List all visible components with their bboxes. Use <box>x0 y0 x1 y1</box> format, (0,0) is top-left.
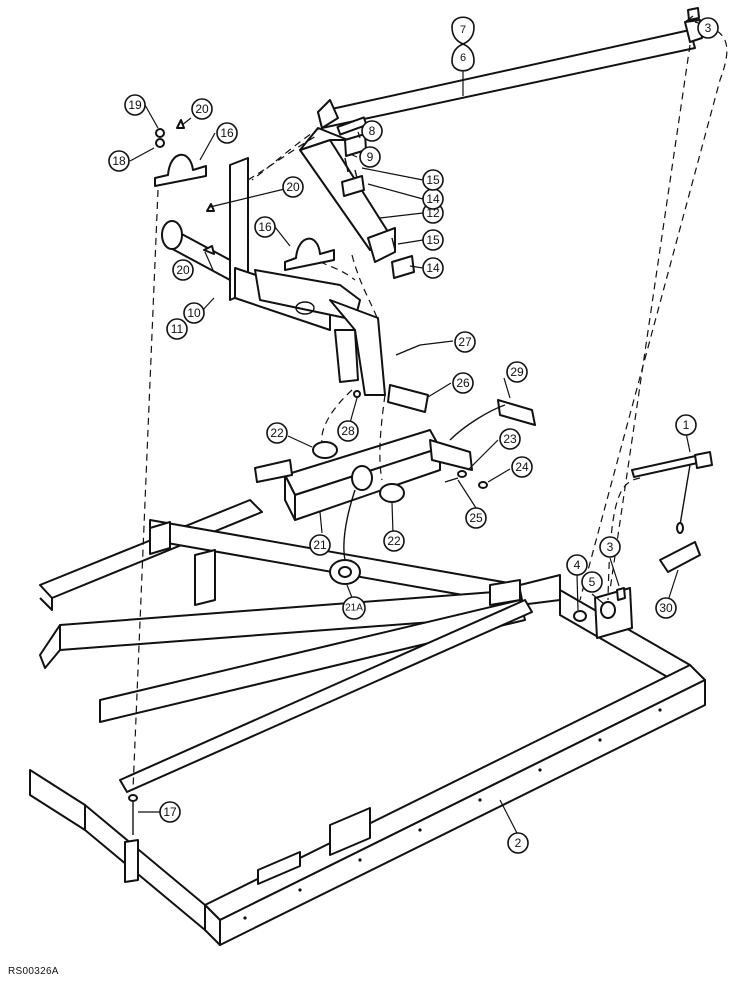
svg-text:20: 20 <box>176 263 190 277</box>
callout-30: 30 <box>655 597 677 619</box>
bushings <box>312 384 429 503</box>
callout-17: 17 <box>159 801 181 823</box>
main-frame <box>29 499 706 946</box>
svg-text:22: 22 <box>387 534 401 548</box>
callout-16-lower: 16 <box>254 216 276 238</box>
callout-26: 26 <box>452 372 474 394</box>
u-clamp-lower <box>284 237 335 271</box>
callout-16-upper: 16 <box>216 122 238 144</box>
svg-text:29: 29 <box>510 365 524 379</box>
callout-2: 2 <box>507 832 529 854</box>
callout-15-upper: 15 <box>422 169 444 191</box>
callout-10: 10 <box>183 302 205 324</box>
callout-15-lower: 15 <box>422 229 444 251</box>
svg-text:10: 10 <box>187 306 201 320</box>
callout-23: 23 <box>499 428 521 450</box>
callout-18: 18 <box>108 150 130 172</box>
svg-text:8: 8 <box>369 124 376 138</box>
svg-text:14: 14 <box>426 261 440 275</box>
svg-text:19: 19 <box>128 98 142 112</box>
svg-text:14: 14 <box>426 192 440 206</box>
svg-text:15: 15 <box>426 173 440 187</box>
jack-handle <box>631 451 713 534</box>
svg-text:4: 4 <box>574 558 581 572</box>
callout-5: 5 <box>581 571 603 593</box>
svg-text:27: 27 <box>458 335 472 349</box>
svg-text:9: 9 <box>367 150 374 164</box>
callout-21: 21 <box>309 534 331 556</box>
svg-text:16: 16 <box>220 126 234 140</box>
svg-text:76: 76 <box>460 24 466 64</box>
callout-20-mast: 20 <box>172 259 194 281</box>
callout-1: 1 <box>675 414 697 436</box>
svg-text:5: 5 <box>589 575 596 589</box>
svg-text:26: 26 <box>456 376 470 390</box>
svg-text:23: 23 <box>503 432 517 446</box>
figure-code-label: RS00326A <box>8 966 59 977</box>
hitch-tube <box>317 19 703 129</box>
axle-beam <box>254 429 473 521</box>
svg-text:18: 18 <box>112 154 126 168</box>
svg-text:20: 20 <box>195 102 209 116</box>
callout-14-upper: 14 <box>422 188 444 210</box>
svg-text:3: 3 <box>705 21 712 35</box>
callout-4: 4 <box>566 554 588 576</box>
axle-leaders <box>343 404 506 561</box>
svg-text:30: 30 <box>659 601 673 615</box>
svg-text:2: 2 <box>515 836 522 850</box>
svg-text:11: 11 <box>171 322 184 336</box>
svg-text:20: 20 <box>286 180 300 194</box>
wedge-block <box>659 541 701 573</box>
svg-text:21: 21 <box>313 538 327 552</box>
svg-text:15: 15 <box>426 233 440 247</box>
svg-text:21A: 21A <box>345 603 363 614</box>
callout-22-right: 22 <box>383 530 405 552</box>
callout-21a: 21A <box>342 596 366 620</box>
callout-8: 8 <box>361 120 383 142</box>
svg-text:12: 12 <box>426 206 440 220</box>
svg-text:3: 3 <box>607 540 614 554</box>
svg-text:1: 1 <box>683 418 690 432</box>
callout-11: 11 <box>166 318 188 340</box>
callout-22-left: 22 <box>266 422 288 444</box>
callout-9: 9 <box>359 146 381 168</box>
callout-19: 19 <box>124 94 146 116</box>
callout-24: 24 <box>511 456 533 478</box>
callout-29: 29 <box>506 361 528 383</box>
callout-20-clamp: 20 <box>282 176 304 198</box>
callout-25: 25 <box>465 507 487 529</box>
callout-20-top: 20 <box>191 98 213 120</box>
svg-text:28: 28 <box>341 424 355 438</box>
callout-14-lower: 14 <box>422 257 444 279</box>
svg-text:25: 25 <box>469 511 483 525</box>
svg-text:16: 16 <box>258 220 272 234</box>
svg-text:17: 17 <box>163 805 177 819</box>
svg-text:24: 24 <box>515 460 529 474</box>
u-clamp-upper <box>154 153 207 187</box>
assembly-dashes <box>132 21 728 791</box>
callout-3-top: 3 <box>697 17 719 39</box>
callout-27: 27 <box>454 331 476 353</box>
callout-3-bracket: 3 <box>599 536 621 558</box>
svg-text:22: 22 <box>270 426 284 440</box>
callout-28: 28 <box>337 420 359 442</box>
